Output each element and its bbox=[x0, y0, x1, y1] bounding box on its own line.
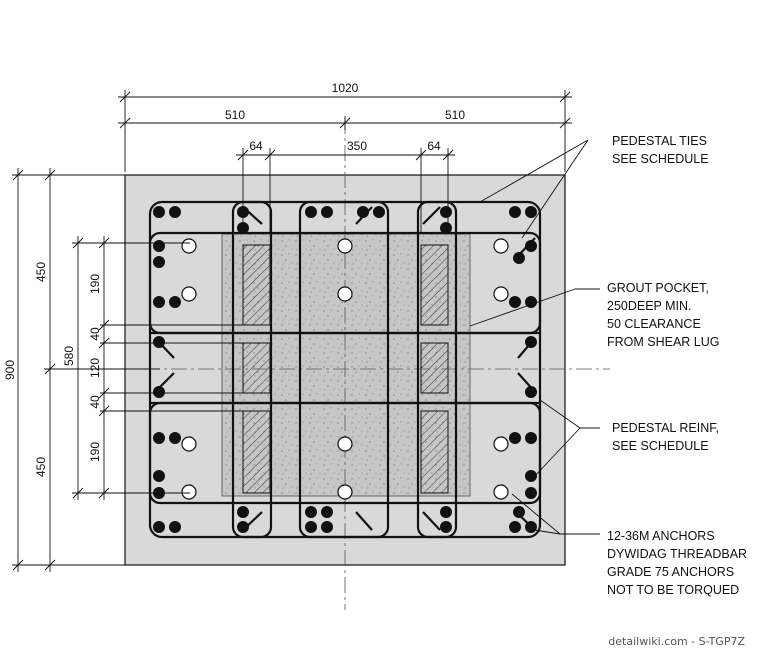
dimension-labels: 1020 510 510 64 350 64 900 450 450 580 1… bbox=[3, 81, 465, 477]
note-grout-pocket-line2: 250DEEP MIN. bbox=[607, 299, 692, 313]
dim-anchor-row-top: 190 bbox=[88, 274, 102, 294]
centerlines bbox=[90, 118, 610, 610]
note-anchors-line4: NOT TO BE TORQUED bbox=[607, 583, 739, 597]
dim-anchor-row-bottom: 190 bbox=[88, 442, 102, 462]
note-pedestal-ties-line1: PEDESTAL TIES bbox=[612, 134, 707, 148]
dim-tie-offset-left: 64 bbox=[249, 139, 263, 153]
note-grout-pocket-line1: GROUT POCKET, bbox=[607, 281, 709, 295]
note-pedestal-ties-line2: SEE SCHEDULE bbox=[612, 152, 709, 166]
dim-anchor-group-height: 580 bbox=[62, 346, 76, 366]
note-grout-pocket-line4: FROM SHEAR LUG bbox=[607, 335, 720, 349]
dim-half-width-left: 510 bbox=[225, 108, 245, 122]
note-anchors-line3: GRADE 75 ANCHORS bbox=[607, 565, 734, 579]
shear-lug-plates bbox=[242, 244, 449, 494]
note-pedestal-reinf-line2: SEE SCHEDULE bbox=[612, 439, 709, 453]
dim-overall-width: 1020 bbox=[332, 81, 359, 95]
dim-tie-offset-right: 64 bbox=[427, 139, 441, 153]
anchor-rods bbox=[181, 238, 509, 500]
dim-half-height-top: 450 bbox=[34, 262, 48, 282]
notes: PEDESTAL TIES SEE SCHEDULE GROUT POCKET,… bbox=[607, 134, 747, 597]
dim-anchor-spacing: 350 bbox=[347, 139, 367, 153]
watermark: detailwiki.com - S-TGP7Z bbox=[608, 635, 745, 648]
note-anchors-line2: DYWIDAG THREADBAR bbox=[607, 547, 747, 561]
dimension-lines bbox=[12, 90, 572, 572]
dim-lug-offset-bottom: 40 bbox=[88, 395, 102, 409]
dim-lug-height: 120 bbox=[88, 358, 102, 378]
dim-overall-height: 900 bbox=[3, 360, 17, 380]
note-anchors-line1: 12-36M ANCHORS bbox=[607, 529, 715, 543]
leader-lines bbox=[469, 139, 600, 535]
pedestal-ties bbox=[148, 200, 542, 539]
pedestal-reinf-bars bbox=[153, 206, 537, 533]
note-grout-pocket-line3: 50 CLEARANCE bbox=[607, 317, 701, 331]
dim-lug-offset-top: 40 bbox=[88, 327, 102, 341]
dim-half-width-right: 510 bbox=[445, 108, 465, 122]
dim-half-height-bottom: 450 bbox=[34, 457, 48, 477]
note-pedestal-reinf-line1: PEDESTAL REINF, bbox=[612, 421, 719, 435]
